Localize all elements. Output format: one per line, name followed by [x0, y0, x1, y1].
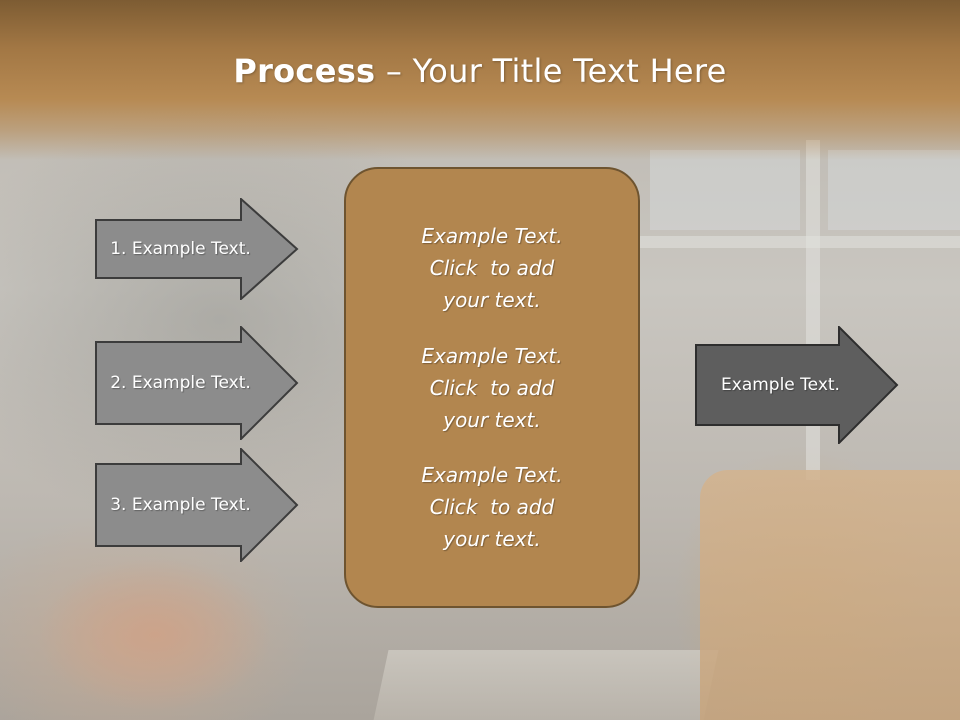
center-text-box[interactable]: Example Text. Click to add your text. Ex… — [344, 167, 640, 608]
title-bold: Process — [233, 52, 376, 90]
hand — [40, 560, 270, 710]
window-pane — [828, 150, 960, 230]
window-frame — [640, 236, 960, 248]
step-arrow-1[interactable]: 1. Example Text. — [95, 198, 300, 300]
paragraph-line: Click to add — [429, 256, 555, 281]
title-banner — [0, 0, 960, 160]
paragraph-line: your text. — [443, 288, 541, 313]
paragraph-line: Example Text. — [421, 343, 563, 368]
title-rest: – Your Title Text Here — [375, 52, 727, 90]
paragraph-line: Example Text. — [421, 224, 563, 249]
step-label-3: 3. Example Text. — [110, 495, 251, 515]
arrow-shape — [95, 448, 299, 562]
center-paragraph-3: Example Text. Click to add your text. — [382, 459, 602, 555]
paragraph-line: Example Text. — [421, 462, 563, 487]
arrow-shape — [695, 326, 899, 444]
center-paragraph-1: Example Text. Click to add your text. — [382, 220, 602, 316]
arrow-shape — [95, 198, 299, 300]
papers — [371, 650, 719, 720]
output-arrow[interactable]: Example Text. — [695, 326, 900, 444]
output-label: Example Text. — [721, 375, 840, 395]
center-paragraph-2: Example Text. Click to add your text. — [382, 340, 602, 436]
paragraph-line: Click to add — [429, 494, 555, 519]
paragraph-line: your text. — [443, 526, 541, 551]
window-pane — [650, 150, 800, 230]
paragraph-line: Click to add — [429, 375, 555, 400]
slide-title[interactable]: Process – Your Title Text Here — [0, 52, 960, 90]
sofa — [700, 470, 960, 720]
step-label-2: 2. Example Text. — [110, 373, 251, 393]
step-arrow-3[interactable]: 3. Example Text. — [95, 448, 300, 562]
arrow-shape — [95, 326, 299, 440]
paragraph-line: your text. — [443, 407, 541, 432]
step-arrow-2[interactable]: 2. Example Text. — [95, 326, 300, 440]
step-label-1: 1. Example Text. — [110, 239, 251, 259]
